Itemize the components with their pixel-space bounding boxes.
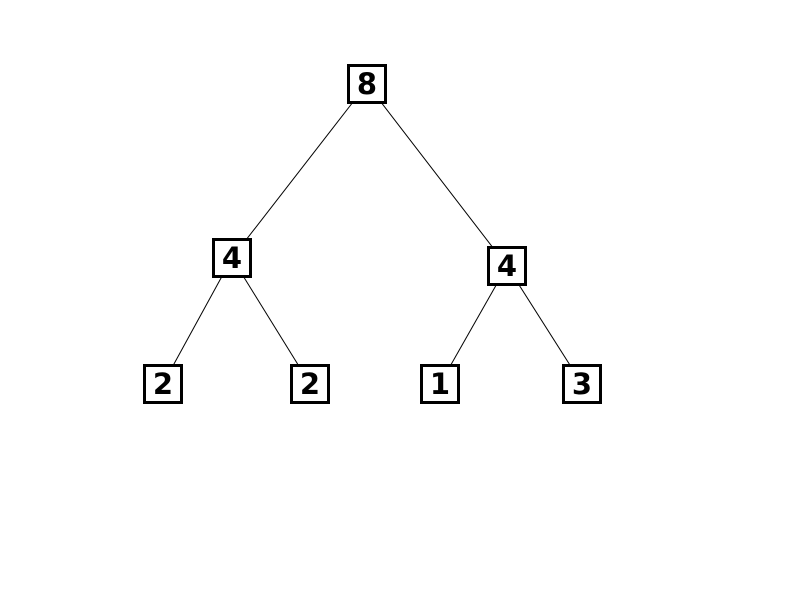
tree-node-left-right: 2 [290,364,330,404]
tree-node-right: 4 [487,246,527,286]
tree-edge-root-right [366,83,508,267]
tree-node-left: 4 [212,238,252,278]
tree-node-right-left: 1 [420,364,460,404]
tree-edge-left-left-right [231,257,311,385]
tree-edge-left-left-left [162,257,233,385]
tree-edge-root-left [231,83,368,259]
tree-node-left-left: 2 [143,364,183,404]
tree-node-right-right: 3 [562,364,602,404]
tree-node-root: 8 [347,64,387,104]
